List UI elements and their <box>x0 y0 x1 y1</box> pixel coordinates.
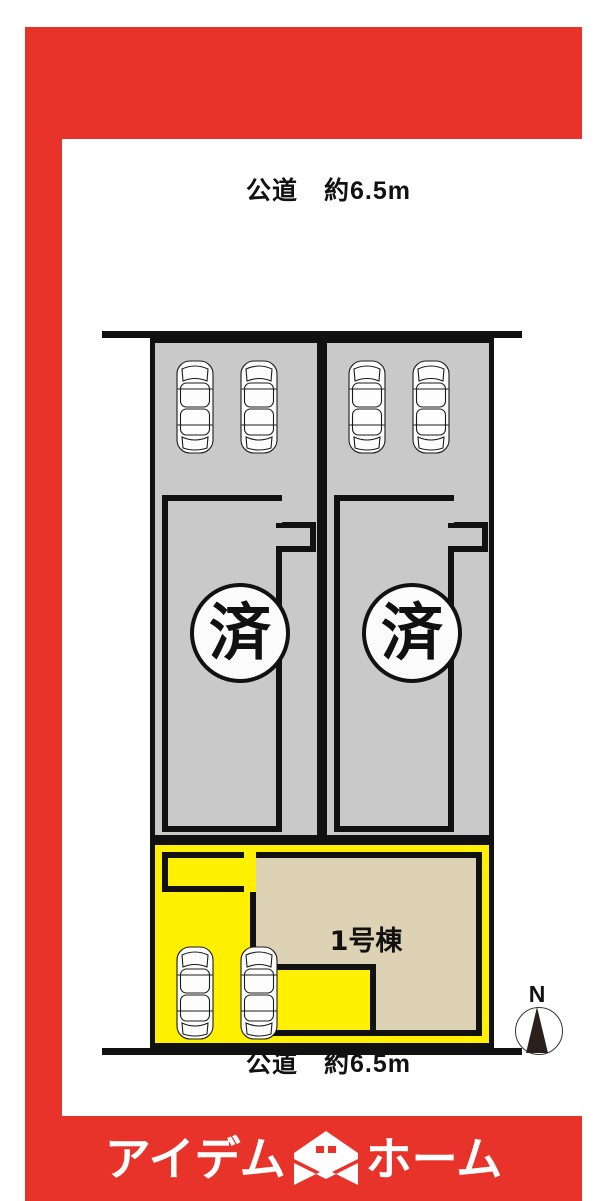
car-top-view-icon <box>410 359 452 455</box>
car-top-view-icon <box>174 945 216 1041</box>
house-footprint-left-joint <box>270 501 282 523</box>
brand-name-left: アイデム <box>104 1131 286 1186</box>
brand-name-right: ホーム <box>365 1131 503 1186</box>
north-letter: N <box>528 981 546 1007</box>
car-top-view-icon <box>238 359 280 455</box>
lot-1-entry-square-joint <box>244 852 256 892</box>
status-badge-sold-left: 済 <box>190 583 290 683</box>
house-envelope-icon <box>293 1130 358 1185</box>
road-label-bottom: 公道 約6.5m <box>246 1050 411 1078</box>
house-footprint-right-wing <box>448 522 488 552</box>
compass-needle <box>526 1007 548 1053</box>
status-badge-sold-right: 済 <box>362 583 462 683</box>
car-top-view-icon <box>346 359 388 455</box>
house-footprint-left-wing <box>276 522 316 552</box>
road-label-top: 公道 約6.5m <box>246 177 411 205</box>
house-footprint-right-joint <box>442 501 454 523</box>
lot-1-entry-square <box>162 852 250 892</box>
site-plan-panel: 公道 約6.5m 済 済 <box>62 139 595 1116</box>
north-arrow-icon: N <box>502 981 572 1073</box>
building-label-1gouto: 1号棟 <box>329 926 403 957</box>
site-boundary-top <box>102 331 522 338</box>
site-boundary-bottom <box>102 1048 522 1055</box>
site-plan-diagram: 済 済 1号棟 <box>62 219 595 1055</box>
car-top-view-icon <box>174 359 216 455</box>
brand-frame: 公道 約6.5m 済 済 <box>25 27 595 1201</box>
car-top-view-icon <box>238 945 280 1041</box>
brand-logo-bar: アイデム ホーム <box>25 1116 582 1201</box>
